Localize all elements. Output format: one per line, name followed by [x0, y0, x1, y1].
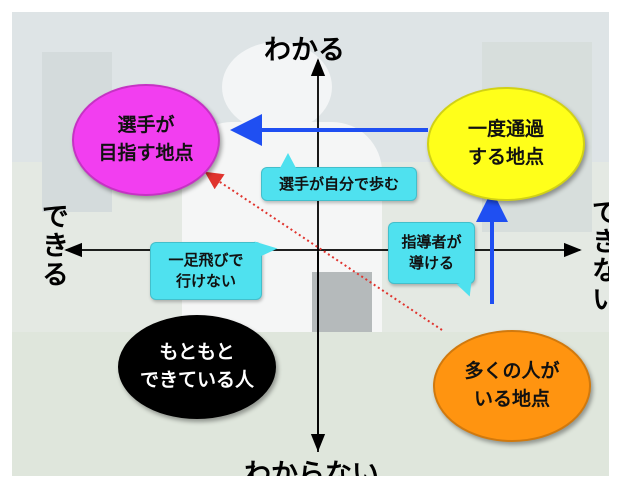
- callout-self-text: 選手が自分で歩む: [278, 174, 399, 193]
- callout-cannot-leap: 一足飛びで行けない: [150, 242, 262, 300]
- axis-label-top: わかる: [264, 35, 345, 66]
- callout-guide-line1: 指導者が: [401, 233, 462, 251]
- bubble-passing-point: 一度通過する地点: [427, 87, 585, 201]
- callout-cannot-line2: 行けない: [175, 272, 236, 290]
- bubble-once-line1: 一度通過: [467, 118, 544, 141]
- callout-cannot-line1: 一足飛びで: [168, 251, 244, 269]
- bubble-natural-line2: できている人: [139, 369, 254, 391]
- bubble-majority-point: 多くの人がいる地点: [433, 330, 591, 442]
- axis-label-right: できない: [587, 198, 609, 314]
- diagram-canvas: わかる わからない できる できない 選手が目指す地点 一度通過する地点 もとも…: [12, 12, 609, 476]
- bubble-naturally-capable: もともとできている人: [118, 315, 276, 419]
- bubble-goal-line2: 目指す地点: [98, 142, 194, 164]
- callout-guide-line2: 導ける: [408, 254, 454, 272]
- quadrant-axes: [64, 58, 582, 452]
- axis-label-bottom: わからない: [244, 459, 379, 476]
- callout-coach-guides: 指導者が導ける: [388, 222, 475, 284]
- bubble-once-line2: する地点: [467, 146, 544, 168]
- arrow-many-to-goal-dotted: [204, 171, 443, 331]
- bubble-goal-point: 選手が目指す地点: [72, 84, 220, 196]
- axis-label-left: できる: [37, 202, 68, 289]
- bubble-natural-line1: もともと: [159, 341, 235, 364]
- callout-self-walk: 選手が自分で歩む: [261, 153, 417, 201]
- bubble-many-line2: いる地点: [473, 388, 550, 410]
- bubble-goal-line1: 選手が: [117, 114, 175, 137]
- bubble-many-line1: 多くの人が: [464, 360, 560, 383]
